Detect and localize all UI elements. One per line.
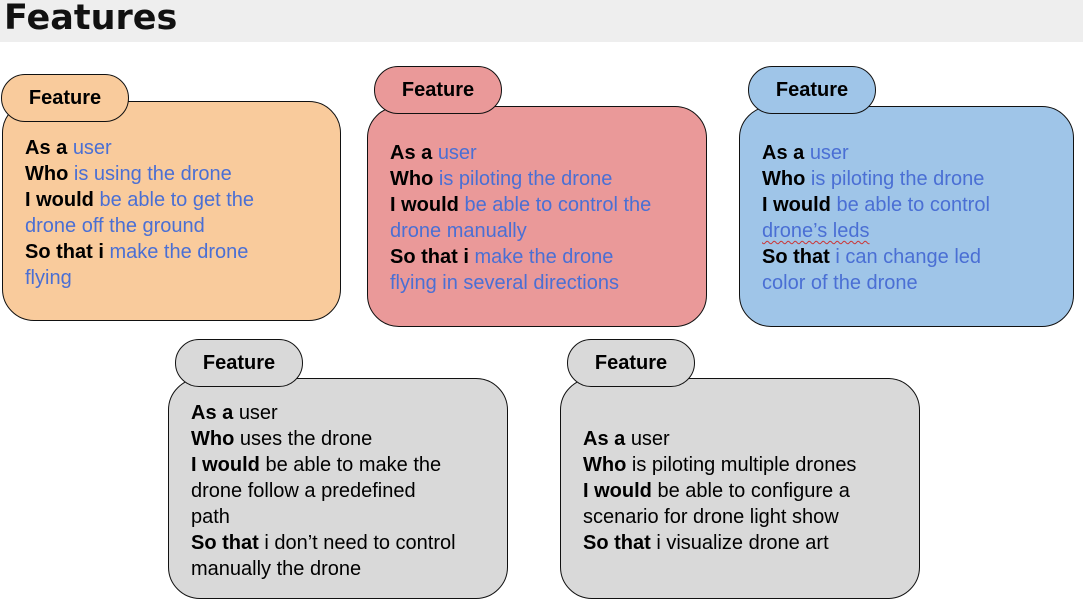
as-a-line: As a user bbox=[191, 402, 278, 424]
would-line-cont: drone follow a predefined bbox=[191, 480, 416, 502]
feature-card-5: As a user Who is piloting multiple drone… bbox=[560, 378, 920, 599]
would-line-cont-2: path bbox=[191, 506, 230, 528]
feature-tag-3: Feature bbox=[748, 66, 876, 114]
as-a-line: As a user bbox=[583, 428, 670, 450]
who-line: Who is piloting the drone bbox=[762, 168, 985, 190]
so-that-line: So that i visualize drone art bbox=[583, 532, 829, 554]
so-that-line-cont: flying bbox=[25, 267, 72, 289]
would-line: I would be able to control bbox=[762, 194, 990, 216]
page-title: Features bbox=[4, 0, 178, 38]
as-a-line: As a user bbox=[762, 142, 849, 164]
feature-tag-5: Feature bbox=[567, 339, 695, 387]
would-line: I would be able to get the bbox=[25, 189, 255, 211]
as-a-line: As a user bbox=[390, 142, 477, 164]
feature-card-1: As a user Who is using the drone I would… bbox=[2, 101, 341, 321]
as-a-line: As a user bbox=[25, 137, 112, 159]
would-line-cont: drone’s leds bbox=[762, 220, 870, 242]
so-that-line: So that i can change led bbox=[762, 246, 982, 268]
so-that-line-cont: color of the drone bbox=[762, 272, 918, 294]
who-line: Who is using the drone bbox=[25, 163, 232, 185]
would-line: I would be able to control the bbox=[390, 194, 652, 216]
would-line-cont: drone manually bbox=[390, 220, 527, 242]
who-line: Who uses the drone bbox=[191, 428, 373, 450]
so-that-line-cont: flying in several directions bbox=[390, 272, 619, 294]
would-line-cont: scenario for drone light show bbox=[583, 506, 839, 528]
feature-tag-2: Feature bbox=[374, 66, 502, 114]
so-that-line-cont: manually the drone bbox=[191, 558, 362, 580]
who-line: Who is piloting multiple drones bbox=[583, 454, 857, 476]
feature-card-4: As a user Who uses the drone I would be … bbox=[168, 378, 508, 599]
feature-card-3: As a user Who is piloting the drone I wo… bbox=[739, 106, 1074, 327]
feature-tag-4: Feature bbox=[175, 339, 303, 387]
so-that-line: So that i don’t need to control bbox=[191, 532, 456, 554]
so-that-line: So that i make the drone bbox=[390, 246, 614, 268]
title-bar: Features bbox=[0, 0, 1083, 42]
who-line: Who is piloting the drone bbox=[390, 168, 613, 190]
would-line: I would be able to configure a bbox=[583, 480, 850, 502]
feature-tag-1: Feature bbox=[1, 74, 129, 122]
would-line: I would be able to make the bbox=[191, 454, 442, 476]
feature-card-2: As a user Who is piloting the drone I wo… bbox=[367, 106, 707, 327]
would-line-cont: drone off the ground bbox=[25, 215, 205, 237]
so-that-line: So that i make the drone bbox=[25, 241, 249, 263]
